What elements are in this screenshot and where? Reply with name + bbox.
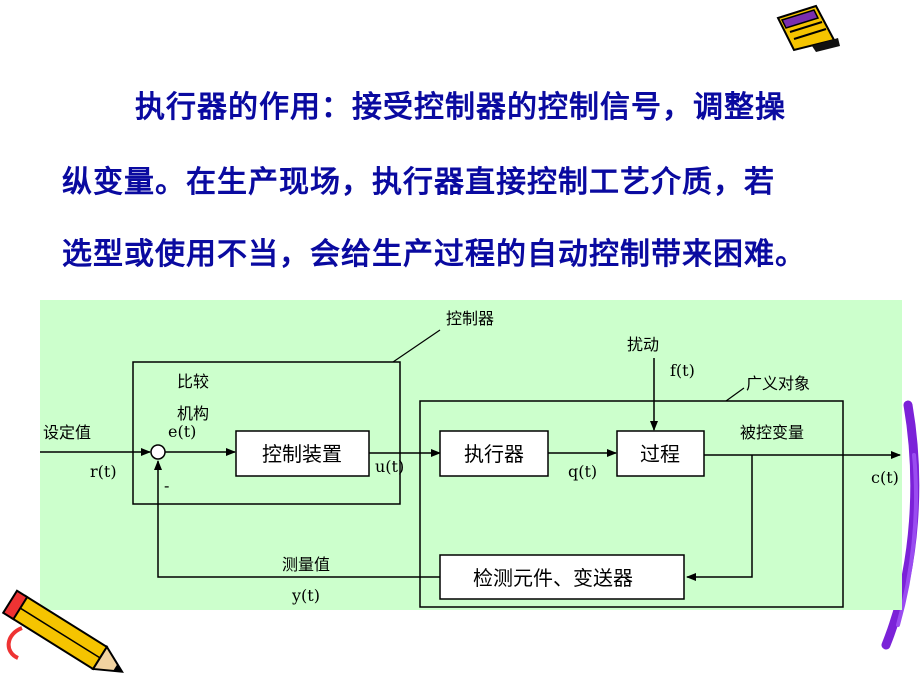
control-signal: u(t) [375,457,404,476]
measured-value-label: 测量值 [282,555,330,574]
setpoint-signal: r(t) [90,462,117,481]
paragraph-line-3: 选型或使用不当，会给生产过程的自动控制带来困难。 [62,237,806,272]
generalized-object-frame [419,400,844,608]
controller-frame [132,361,401,505]
pencil-notepad-icon [776,4,840,52]
generalized-object-leader-line [725,387,745,402]
controller-leader-line [392,329,441,363]
comparator-label-2: 机构 [177,404,209,423]
actuator-label: 执行器 [464,442,524,466]
error-signal: e(t) [168,422,196,441]
controller-label: 控制器 [446,309,494,328]
feedback-to-comparator-arrow [154,460,440,578]
comparator-circle [150,444,166,460]
paragraph-line-1: 执行器的作用：接受控制器的控制信号，调整操 [135,90,786,125]
manipulated-signal: q(t) [568,462,597,481]
process-label: 过程 [640,442,680,466]
disturbance-label: 扰动 [627,335,659,354]
comparator-label-1: 比较 [177,372,209,391]
paragraph-line-2: 纵变量。在生产现场，执行器直接控制工艺介质，若 [62,165,775,200]
sensor-transmitter-label: 检测元件、变送器 [473,566,633,590]
measured-signal: y(t) [291,586,320,605]
control-device-label: 控制装置 [262,442,342,466]
controlled-variable-label: 被控变量 [740,423,804,442]
intro-paragraph: 执行器的作用：接受控制器的控制信号，调整操 纵变量。在生产现场，执行器直接控制工… [0,0,920,290]
pencil-icon [1,589,124,673]
disturbance-signal: f(t) [670,361,695,380]
feedback-to-sensor-arrow [686,455,753,581]
setpoint-label: 设定值 [43,423,91,442]
minus-sign: - [164,476,169,495]
output-signal: c(t) [871,468,899,487]
control-device-block [235,430,370,477]
purple-swoosh-icon [881,400,920,650]
process-block [616,430,705,477]
generalized-object-label: 广义对象 [746,374,810,393]
actuator-block [439,430,549,477]
